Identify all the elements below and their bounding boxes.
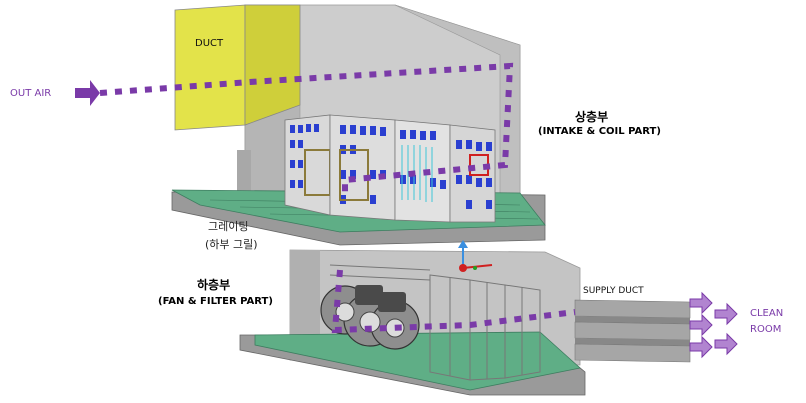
supply-ducts — [574, 299, 691, 363]
upper-module — [171, 4, 546, 246]
upper-section-title: 상층부 — [575, 110, 609, 124]
upper-section-subtitle: (INTAKE & COIL PART) — [538, 126, 661, 137]
clean-room-arrows — [689, 291, 738, 359]
fan-units — [320, 285, 420, 350]
filter-bank — [329, 264, 541, 381]
lower-section-title: 하층부 — [197, 278, 231, 292]
air-flow-path — [99, 62, 576, 334]
out-air-arrow — [75, 80, 100, 106]
axis-gizmo — [458, 240, 493, 272]
lower-section-subtitle: (FAN & FILTER PART) — [158, 296, 273, 307]
supply-duct-label: SUPPLY DUCT — [583, 286, 644, 296]
grating-sublabel: (하부 그릴) — [205, 238, 258, 251]
duct-label: DUCT — [195, 38, 224, 49]
grating-label: 그레이팅 — [208, 220, 249, 233]
coil-rack — [284, 114, 496, 223]
out-air-label: OUT AIR — [10, 88, 52, 99]
lower-module — [239, 240, 691, 396]
clean-room-label-1: CLEAN — [750, 308, 784, 319]
duct-block — [174, 4, 301, 131]
clean-room-label-2: ROOM — [750, 324, 782, 335]
